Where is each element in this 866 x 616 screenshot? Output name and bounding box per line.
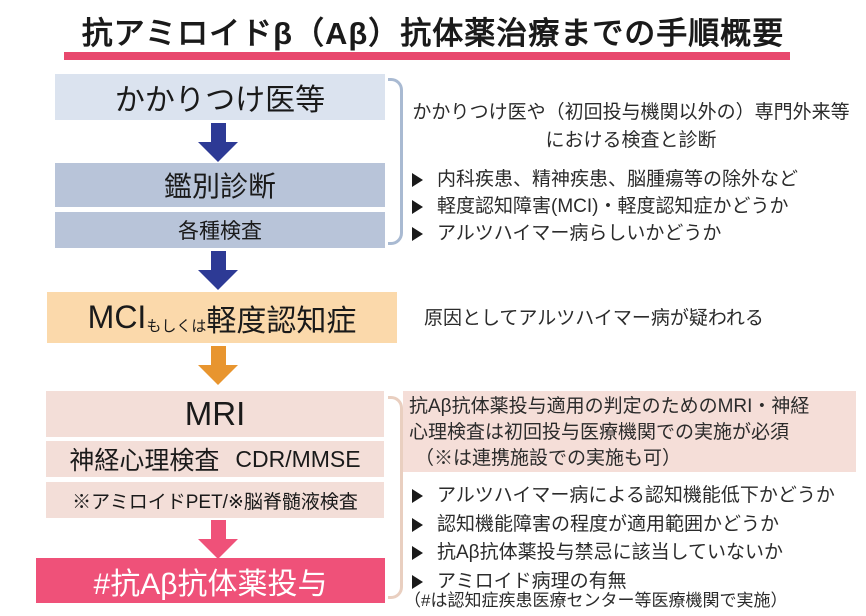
page-title: 抗アミロイドβ（Aβ）抗体薬治療までの手順概要 <box>81 16 785 51</box>
list-item: アルツハイマー病による認知機能低下かどうか <box>412 482 835 511</box>
assessment-points-list: アルツハイマー病による認知機能低下かどうか 認知機能障害の程度が適用範囲かどうか… <box>412 482 835 596</box>
bracket-lower-group <box>388 396 403 599</box>
antibody-treatment-label: #抗Aβ抗体薬投与 <box>93 567 328 601</box>
assessment-point-text: 認知機能障害の程度が適用範囲かどうか <box>437 513 780 535</box>
flow-box-primary-care-label: かかりつけ医等 <box>114 84 326 117</box>
list-item: 内科疾患、精神疾患、脳腫瘍等の除外など <box>412 166 798 193</box>
bullet-arrow-icon <box>412 489 423 503</box>
flow-box-mri-label: MRI <box>184 395 246 432</box>
neuropsych-tests-label: CDR/MMSE <box>235 445 361 472</box>
amyloid-pet-label: ※アミロイドPET/※脳脊髄液検査 <box>72 491 358 513</box>
primary-care-note-line2: における検査と診断 <box>545 130 717 151</box>
flow-box-various-tests-label: 各種検査 <box>178 220 262 243</box>
mri-requirement-note: 抗Aβ抗体薬投与適用の判定のためのMRI・神経 心理検査は初回投与医療機関での実… <box>403 391 856 472</box>
mild-dementia-label: 軽度認知症 <box>206 304 357 338</box>
flow-box-primary-care: かかりつけ医等 <box>55 74 385 120</box>
down-arrow-icon <box>198 346 238 385</box>
assessment-point-text: アミロイド病理の有無 <box>437 570 627 592</box>
mri-requirement-line1: 抗Aβ抗体薬投与適用の判定のためのMRI・神経 <box>409 396 810 417</box>
bullet-arrow-icon <box>412 200 423 214</box>
bullet-arrow-icon <box>412 517 423 532</box>
flow-box-neuropsych-test: 神経心理検査 CDR/MMSE <box>46 441 384 477</box>
mci-or-label: もしくは <box>146 318 207 335</box>
neuropsych-label: 神経心理検査 <box>69 447 220 475</box>
mri-requirement-line3: （※は連携施設での実施も可） <box>415 448 682 469</box>
flow-box-amyloid-pet-csf: ※アミロイドPET/※脳脊髄液検査 <box>46 482 384 518</box>
mci-label: MCI <box>87 299 147 335</box>
flow-box-mci-mild-dementia: MCI もしくは 軽度認知症 <box>47 292 397 343</box>
diagnosis-point-text: 内科疾患、精神疾患、脳腫瘍等の除外など <box>437 169 799 190</box>
primary-care-note: かかりつけ医や（初回投与機関以外の）専門外来等 における検査と診断 <box>405 99 857 155</box>
flow-box-differential-diagnosis-label: 鑑別診断 <box>163 171 276 202</box>
list-item: 抗Aβ抗体薬投与禁忌に該当していないか <box>412 539 835 568</box>
flow-box-mri: MRI <box>46 391 384 437</box>
bracket-upper-group <box>388 78 403 245</box>
list-item: 軽度認知障害(MCI)・軽度認知症かどうか <box>412 193 798 220</box>
list-item: アミロイド病理の有無 <box>412 568 835 597</box>
diagnosis-point-text: 軽度認知障害(MCI)・軽度認知症かどうか <box>437 196 789 217</box>
primary-care-note-line1: かかりつけ医や（初回投与機関以外の）専門外来等 <box>412 102 850 123</box>
flow-box-antibody-treatment: #抗Aβ抗体薬投与 <box>36 558 385 603</box>
flow-box-various-tests: 各種検査 <box>55 212 385 248</box>
diagnosis-point-text: アルツハイマー病らしいかどうか <box>437 223 722 244</box>
bullet-arrow-icon <box>412 173 423 187</box>
title-underline-bar <box>64 52 790 60</box>
mci-cause-note: 原因としてアルツハイマー病が疑われる <box>424 308 764 329</box>
assessment-point-text: アルツハイマー病による認知機能低下かどうか <box>437 485 835 506</box>
list-item: アルツハイマー病らしいかどうか <box>412 220 798 247</box>
list-item: 認知機能障害の程度が適用範囲かどうか <box>412 511 835 540</box>
mri-requirement-line2: 心理検査は初回投与医療機関での実施が必須 <box>409 422 790 443</box>
diagnosis-points-list: 内科疾患、精神疾患、脳腫瘍等の除外など 軽度認知障害(MCI)・軽度認知症かどう… <box>412 166 798 247</box>
footnote: （#は認知症疾患医療センター等医療機関で実施） <box>404 591 788 610</box>
assessment-point-text: 抗Aβ抗体薬投与禁忌に該当していないか <box>437 542 784 563</box>
down-arrow-icon <box>198 520 238 559</box>
down-arrow-icon <box>198 251 238 290</box>
down-arrow-icon <box>198 123 238 162</box>
bullet-arrow-icon <box>412 546 423 560</box>
bullet-arrow-icon <box>412 227 423 241</box>
flow-box-differential-diagnosis: 鑑別診断 <box>55 163 385 207</box>
bullet-arrow-icon <box>412 574 423 589</box>
